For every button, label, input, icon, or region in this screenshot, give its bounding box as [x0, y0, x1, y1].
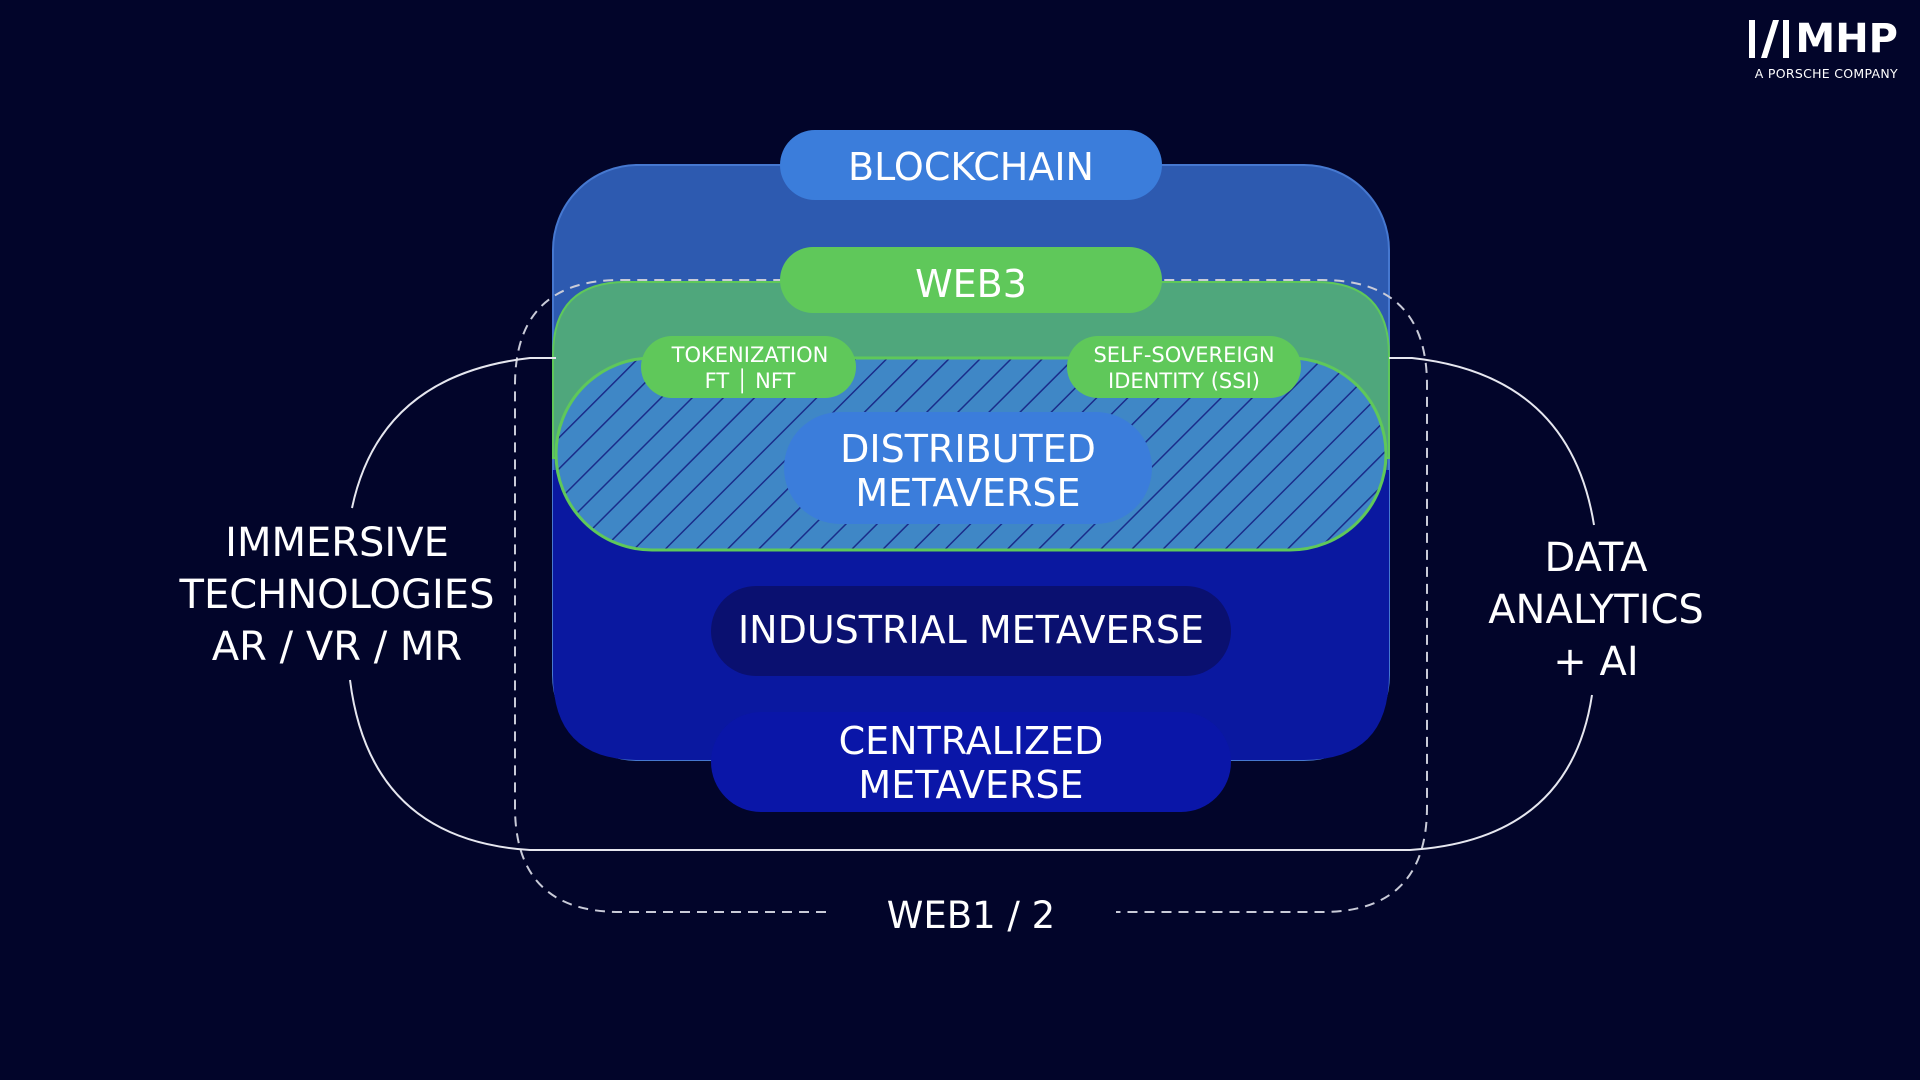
- logo-wordmark: MHP: [1795, 16, 1898, 62]
- centralized-label-line1: CENTRALIZED: [839, 719, 1104, 763]
- immersive-arc-top: [351, 357, 556, 509]
- web12-label: WEB1 / 2: [887, 894, 1055, 937]
- immersive-label-line1: IMMERSIVE: [225, 520, 449, 566]
- blockchain-pill: [780, 130, 1162, 200]
- tokenization-pill: [641, 336, 856, 398]
- immersive-arc-bottom: [349, 679, 1593, 851]
- logo-tagline: A PORSCHE COMPANY: [1754, 66, 1898, 81]
- industrial-label: INDUSTRIAL METAVERSE: [738, 608, 1204, 652]
- ssi-label-line1: SELF-SOVEREIGN: [1093, 343, 1274, 367]
- tokenization-label-line1: TOKENIZATION: [671, 343, 829, 367]
- immersive-label-line3: AR / VR / MR: [212, 624, 462, 670]
- distributed-pill: [784, 412, 1152, 524]
- distributed-label-line1: DISTRIBUTED: [840, 427, 1096, 471]
- centralized-label-line2: METAVERSE: [858, 763, 1083, 807]
- immersive-label-line2: TECHNOLOGIES: [179, 572, 495, 618]
- data-arc-top: [1389, 357, 1595, 526]
- tokenization-label-line2: FT │ NFT: [705, 368, 796, 394]
- mhp-mark-icon: [1749, 20, 1790, 58]
- industrial-pill: [711, 586, 1231, 676]
- data-label-line3: + AI: [1553, 639, 1638, 685]
- ssi-pill: [1067, 336, 1301, 398]
- web3-pill: [780, 247, 1162, 313]
- ssi-label-line2: IDENTITY (SSI): [1108, 369, 1260, 393]
- distributed-label-line2: METAVERSE: [855, 471, 1080, 515]
- web3-label: WEB3: [915, 262, 1027, 306]
- centralized-pill: [711, 712, 1231, 812]
- blockchain-label: BLOCKCHAIN: [848, 145, 1094, 189]
- data-label-line1: DATA: [1544, 535, 1648, 581]
- web12-outline: [514, 279, 1428, 913]
- data-label-line2: ANALYTICS: [1488, 587, 1704, 633]
- mhp-logo: MHP A PORSCHE COMPANY: [1738, 18, 1898, 81]
